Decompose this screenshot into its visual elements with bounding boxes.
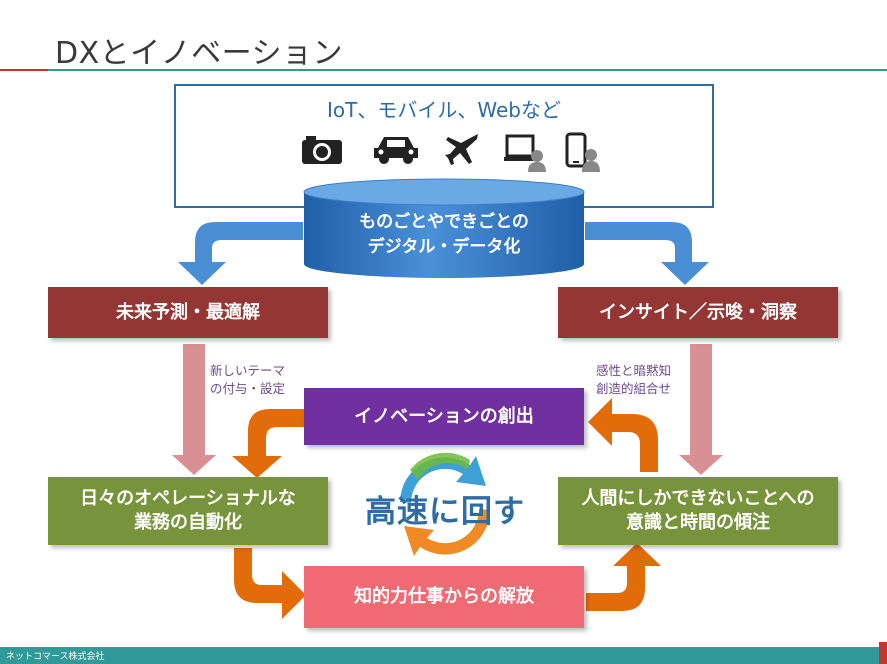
right-note: 感性と暗黙知 創造的組合せ [596, 362, 671, 398]
human-line2: 意識と時間の傾注 [625, 512, 770, 533]
automation-line1: 日々のオペレーショナルな [80, 488, 296, 509]
title-rule-teal [48, 69, 887, 71]
database-line1: ものごとやできごとの [359, 212, 529, 232]
car-icon [374, 137, 418, 164]
liberation-box: 知的力仕事からの解放 [304, 566, 584, 628]
arrow-to-prediction [178, 222, 303, 285]
right-note-line2: 創造的組合せ [596, 381, 672, 396]
human-line1: 人間にしかできないことへの [581, 488, 815, 509]
title-rule-red [0, 69, 48, 71]
prediction-box: 未来予測・最適解 [48, 287, 328, 338]
arrow-to-insight [585, 222, 709, 285]
insight-box: インサイト／示唆・洞察 [558, 287, 838, 338]
page-title: DXとイノベーション [55, 36, 344, 71]
human-focus-box: 人間にしかできないことへの 意識と時間の傾注 [558, 477, 838, 545]
footer-bar [0, 647, 887, 664]
insight-label: インサイト／示唆・洞察 [599, 301, 797, 323]
left-note-line2: の付与・設定 [210, 381, 286, 396]
smartphone-user-icon [565, 132, 600, 172]
arrow-insight-to-human [679, 344, 723, 475]
liberation-label: 知的力仕事からの解放 [354, 586, 534, 607]
camera-icon [302, 136, 342, 164]
arrow-prediction-to-automation [172, 344, 216, 475]
prediction-label: 未来予測・最適解 [116, 301, 260, 323]
cycle-label: 高速に回す [365, 494, 525, 530]
database-line2: デジタル・データ化 [367, 237, 521, 257]
footer-company: ネットコマース株式会社 [6, 652, 105, 662]
airplane-icon [445, 134, 478, 165]
automation-box: 日々のオペレーショナルな 業務の自動化 [48, 477, 328, 545]
innovation-label: イノベーションの創出 [354, 405, 534, 427]
database-label: ものごとやできごとの デジタル・データ化 [303, 210, 585, 260]
arrow-liberation-to-human [586, 543, 661, 611]
left-note: 新しいテーマ の付与・設定 [210, 362, 285, 398]
right-note-line1: 感性と暗黙知 [596, 363, 672, 378]
data-cylinder [303, 178, 585, 278]
iot-sources-title: IoT、モバイル、Webなど [327, 98, 561, 122]
innovation-box: イノベーションの創出 [304, 388, 584, 445]
laptop-user-icon [504, 134, 546, 172]
iot-icons-row [176, 132, 712, 172]
automation-line2: 業務の自動化 [133, 512, 242, 533]
arrow-innovation-to-automation [232, 409, 304, 478]
left-note-line1: 新しいテーマ [210, 363, 286, 378]
cycle-arrows-icon [400, 452, 490, 556]
arrow-human-to-innovation [588, 398, 658, 472]
arrow-automation-to-liberation [234, 548, 306, 619]
footer-accent [879, 642, 887, 664]
